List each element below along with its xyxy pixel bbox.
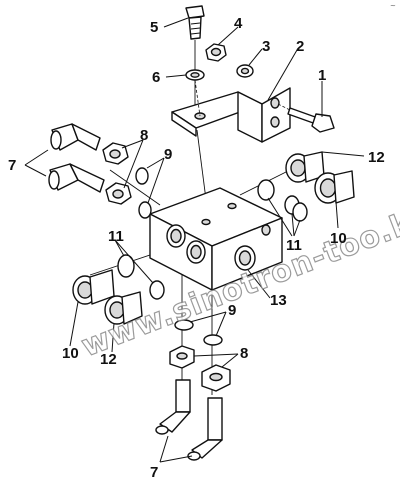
callout-8-top: 8	[140, 127, 148, 144]
callout-10-right: 10	[330, 230, 347, 247]
washer-part-3	[236, 64, 254, 78]
callout-1: 1	[318, 67, 326, 84]
bolt-part-1	[277, 103, 335, 133]
adapters-left-part-10	[72, 269, 115, 305]
washer-part-6	[185, 69, 205, 81]
callout-10-left: 10	[62, 345, 79, 362]
nuts-upper-left-part-8	[102, 142, 132, 205]
washers-upper-left-part-9	[135, 167, 152, 219]
callout-11-left: 11	[108, 228, 124, 245]
corner-mark: ~	[390, 2, 396, 10]
callout-8-bottom: 8	[240, 345, 248, 362]
callout-9-bottom: 9	[228, 302, 236, 319]
callout-12-right: 12	[368, 149, 385, 166]
callout-7-bottom: 7	[150, 464, 158, 481]
callout-6: 6	[152, 69, 160, 86]
rings-right-part-11	[257, 179, 308, 222]
callout-13: 13	[270, 292, 287, 309]
callout-labels: 5 4 3 2 6 1 8 9 7 12 10 11 11 13 9 10 8 …	[8, 15, 385, 481]
assembly-axis-lines	[89, 40, 301, 395]
callout-9-top: 9	[164, 146, 172, 163]
adapters-left-part-12	[104, 291, 143, 325]
nut-part-4	[205, 43, 227, 62]
washers-bottom-part-9	[174, 319, 223, 346]
elbow-fittings-bottom-part-7	[155, 379, 223, 461]
elbow-fittings-upper-left-part-7	[48, 123, 105, 193]
callout-7-top: 7	[8, 157, 16, 174]
callout-3: 3	[262, 38, 270, 55]
nuts-bottom-part-8	[169, 345, 231, 392]
leader-lines	[24, 17, 365, 463]
rings-left-part-11	[117, 254, 165, 300]
callout-4: 4	[234, 15, 243, 32]
valve-block-part-13	[149, 187, 283, 291]
adapters-right-part-12	[285, 151, 355, 204]
callout-11-right: 11	[286, 237, 302, 254]
callout-12-left: 12	[100, 351, 117, 368]
bracket-part-2	[171, 79, 291, 143]
callout-5: 5	[150, 19, 158, 36]
callout-2: 2	[296, 38, 304, 55]
bolt-part-5	[185, 5, 205, 40]
